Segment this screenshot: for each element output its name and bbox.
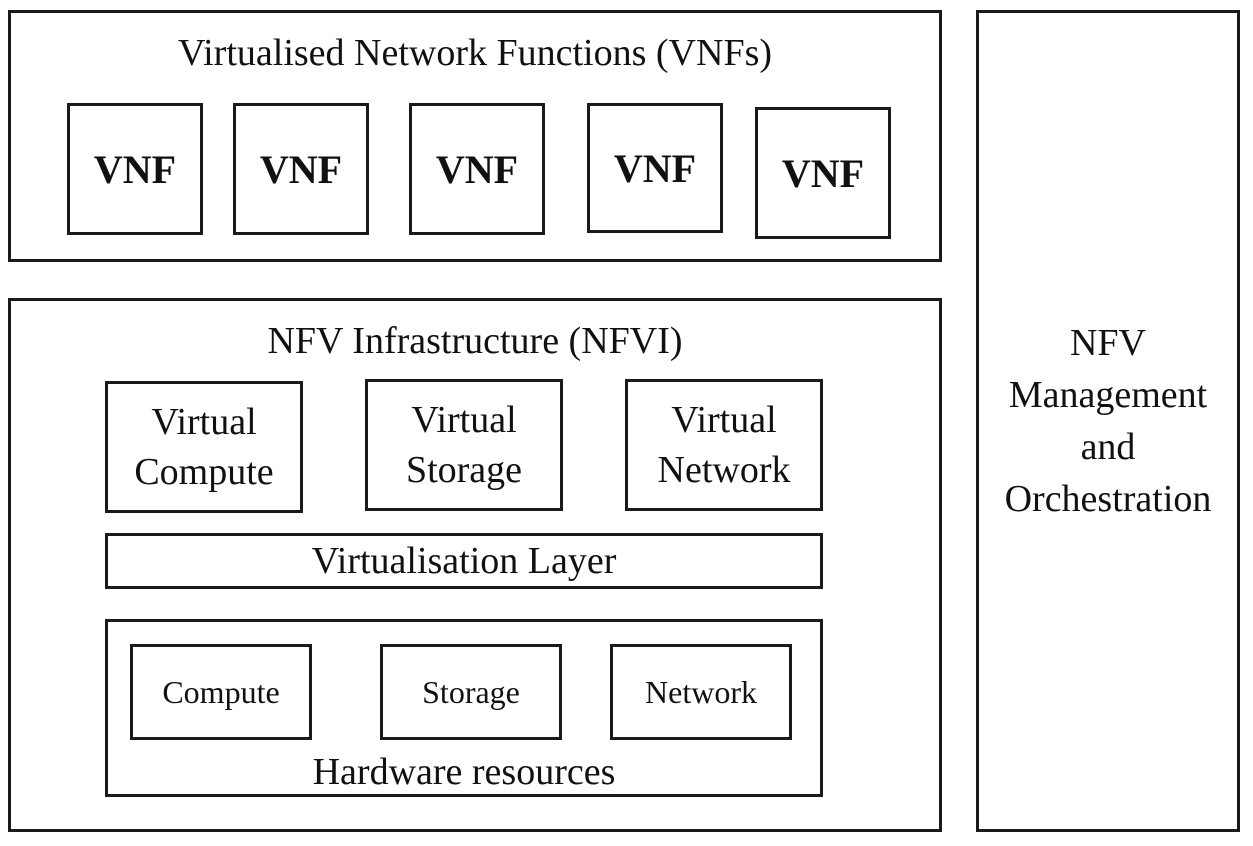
hardware-network-box: Network [610,644,792,740]
vnf-section: Virtualised Network Functions (VNFs) VNF… [8,10,942,262]
virtualisation-layer: Virtualisation Layer [105,533,823,589]
virtual-storage-line2: Storage [405,449,523,491]
virtual-network-line1: Virtual [671,399,777,441]
virtual-compute-line1: Virtual [151,401,257,443]
vnf-box: VNF [409,103,545,235]
mano-line3: and [1080,426,1136,468]
virtual-network-line2: Network [657,449,791,491]
hardware-resources-title: Hardware resources [312,751,616,793]
virtual-storage-line1: Virtual [411,399,517,441]
mano-line2: Management [1008,374,1208,416]
vnf-box: VNF [67,103,203,235]
hardware-resources-box: Compute Storage Network Hardware resourc… [105,619,823,797]
hardware-compute-box: Compute [130,644,312,740]
nfvi-section: NFV Infrastructure (NFVI) Virtual Comput… [8,298,942,832]
virtual-compute-line2: Compute [134,451,274,493]
nfvi-section-title: NFV Infrastructure (NFVI) [267,320,683,362]
mano-line1: NFV [1069,322,1147,364]
vnf-box: VNF [587,103,723,233]
virtual-storage-box: Virtual Storage [365,379,563,511]
hardware-storage-box: Storage [380,644,562,740]
vnf-box: VNF [233,103,369,235]
mano-section: NFV Management and Orchestration [976,10,1240,832]
vnf-section-title: Virtualised Network Functions (VNFs) [177,32,773,74]
virtual-compute-box: Virtual Compute [105,381,303,513]
mano-line4: Orchestration [1004,478,1212,520]
virtual-network-box: Virtual Network [625,379,823,511]
vnf-box: VNF [755,107,891,239]
